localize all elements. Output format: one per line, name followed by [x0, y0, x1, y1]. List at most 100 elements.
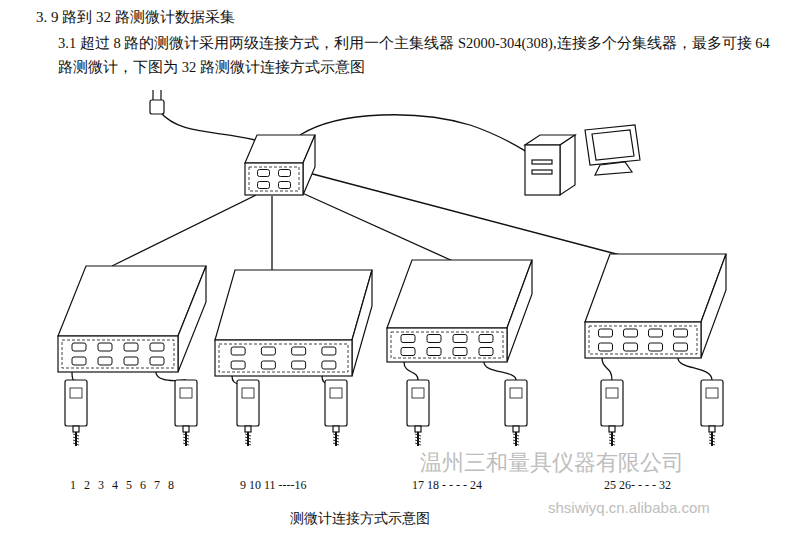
gauge-body	[505, 380, 527, 426]
stem-thread	[73, 440, 79, 442]
port	[322, 361, 336, 369]
port	[292, 361, 306, 369]
stem-thread	[333, 437, 339, 439]
stem-thread	[415, 434, 421, 436]
gauge-numbers: 25 26- - - - 32	[604, 478, 671, 493]
port-panel	[589, 326, 697, 354]
stem-thread	[183, 440, 189, 442]
port	[72, 343, 86, 351]
stem-thread	[245, 437, 251, 439]
port-panel	[391, 332, 503, 358]
port	[401, 335, 415, 343]
plug-pin	[160, 90, 161, 100]
port	[231, 347, 245, 355]
gauge-body	[237, 380, 259, 426]
gauge-cable	[484, 362, 516, 380]
gauge-cable	[678, 358, 712, 380]
gauge-numbers: 9 10 11 ----16	[240, 478, 307, 493]
gauge-body	[601, 380, 623, 426]
port	[258, 170, 270, 177]
stem-thread	[333, 443, 339, 445]
gauge-collar	[183, 426, 189, 432]
gauge-body	[407, 380, 429, 426]
gauge-window	[412, 388, 424, 398]
computer-cable	[300, 115, 527, 152]
gauge-window	[510, 388, 522, 398]
monitor	[585, 125, 640, 165]
port	[649, 329, 663, 337]
drive-slot	[532, 160, 552, 164]
port	[427, 348, 441, 356]
power-plug	[150, 100, 164, 114]
stem-thread	[73, 437, 79, 439]
gauge-window	[180, 388, 192, 398]
port	[674, 329, 688, 337]
port	[649, 343, 663, 351]
stem-thread	[333, 440, 339, 442]
stem-thread	[609, 443, 615, 445]
hub-cable	[112, 195, 256, 266]
drive-slot	[532, 170, 552, 174]
port	[292, 347, 306, 355]
gauge-collar	[513, 426, 519, 432]
port	[453, 348, 467, 356]
hub-front	[215, 340, 352, 376]
gauge-body	[65, 380, 87, 426]
port	[98, 343, 112, 351]
gauge-collar	[415, 426, 421, 432]
stem-thread	[183, 443, 189, 445]
gauge-cable	[404, 362, 418, 380]
port	[124, 357, 138, 365]
port	[98, 357, 112, 365]
gauge-numbers: 1 2 3 4 5 6 7 8	[70, 478, 174, 493]
port-panel	[62, 340, 174, 368]
watermark: shsiwiyq.cn.alibaba.com	[548, 499, 710, 516]
computer-tower	[525, 145, 560, 195]
stem-thread	[73, 434, 79, 436]
port	[624, 343, 638, 351]
stem-thread	[709, 440, 715, 442]
gauge-window	[606, 388, 618, 398]
stem-thread	[415, 443, 421, 445]
gauge-numbers: 17 18 - - - - 24	[412, 478, 482, 493]
gauge-collar	[709, 426, 715, 432]
gauge-collar	[609, 426, 615, 432]
stem-thread	[709, 443, 715, 445]
port	[279, 170, 291, 177]
hub-side	[178, 266, 206, 372]
monitor-stand	[595, 162, 632, 175]
stem-thread	[415, 440, 421, 442]
hub-side	[303, 135, 315, 195]
stem-thread	[333, 434, 339, 436]
gauge-body	[701, 380, 723, 426]
port	[279, 182, 291, 189]
port	[427, 335, 441, 343]
gauge-window	[706, 388, 718, 398]
hub-side	[507, 260, 532, 362]
port	[624, 329, 638, 337]
stem-thread	[513, 434, 519, 436]
description-paragraph: 3.1 超过 8 路的测微计采用两级连接方式，利用一个主集线器 S2000-30…	[58, 31, 770, 79]
port	[453, 335, 467, 343]
gauge-window	[70, 388, 82, 398]
port	[150, 357, 164, 365]
port	[479, 335, 493, 343]
port	[599, 343, 613, 351]
port	[124, 343, 138, 351]
stem-thread	[183, 437, 189, 439]
gauge-body	[175, 380, 197, 426]
stem-thread	[73, 443, 79, 445]
gauge-collar	[245, 426, 251, 432]
hub-top	[215, 270, 372, 340]
hub-cable	[300, 192, 455, 262]
hub-side	[701, 254, 726, 358]
stem-thread	[709, 437, 715, 439]
stem-thread	[709, 434, 715, 436]
hub-front	[245, 163, 303, 195]
gauge-window	[242, 388, 254, 398]
hub-cable	[271, 196, 272, 270]
hub-side	[352, 270, 372, 376]
gauge-collar	[73, 426, 79, 432]
plug-pin	[152, 90, 153, 100]
stem-thread	[609, 440, 615, 442]
